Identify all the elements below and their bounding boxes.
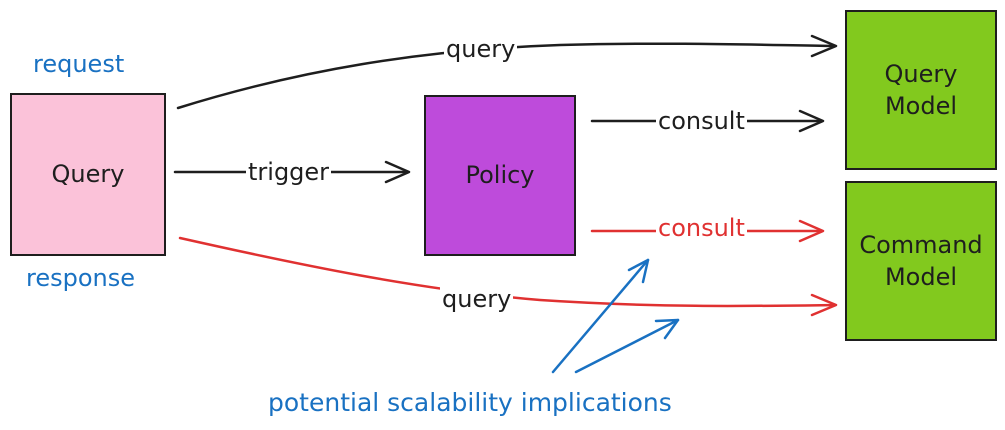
command-model-box: Command Model (845, 181, 997, 341)
arrow-query-to-command-model (178, 236, 837, 308)
consult-command-model-label: consult (656, 214, 747, 242)
arrow-query-to-query-model (176, 42, 837, 110)
arrowhead-query-model (810, 34, 838, 58)
policy-box: Policy (424, 95, 576, 256)
arrowhead-command-model (810, 293, 838, 317)
annotation-arrow-query (574, 318, 680, 374)
scalability-annotation: potential scalability implications (268, 388, 672, 417)
arrowhead-consult-query-model (798, 109, 825, 133)
query-model-box: Query Model (845, 10, 997, 170)
annotation-arrowhead-consult (627, 258, 650, 284)
arrowhead-policy (384, 160, 411, 184)
consult-query-model-label: consult (656, 107, 747, 135)
query-bottom-label: query (440, 285, 514, 313)
annotation-arrow-consult (551, 258, 650, 374)
annotation-arrowhead-query (654, 318, 680, 340)
response-label: response (26, 264, 136, 292)
query-top-label: query (444, 35, 518, 63)
arrowhead-consult-command-model (798, 219, 825, 243)
request-label: request (33, 50, 125, 78)
query-box: Query (10, 93, 166, 256)
trigger-label: trigger (246, 158, 332, 186)
